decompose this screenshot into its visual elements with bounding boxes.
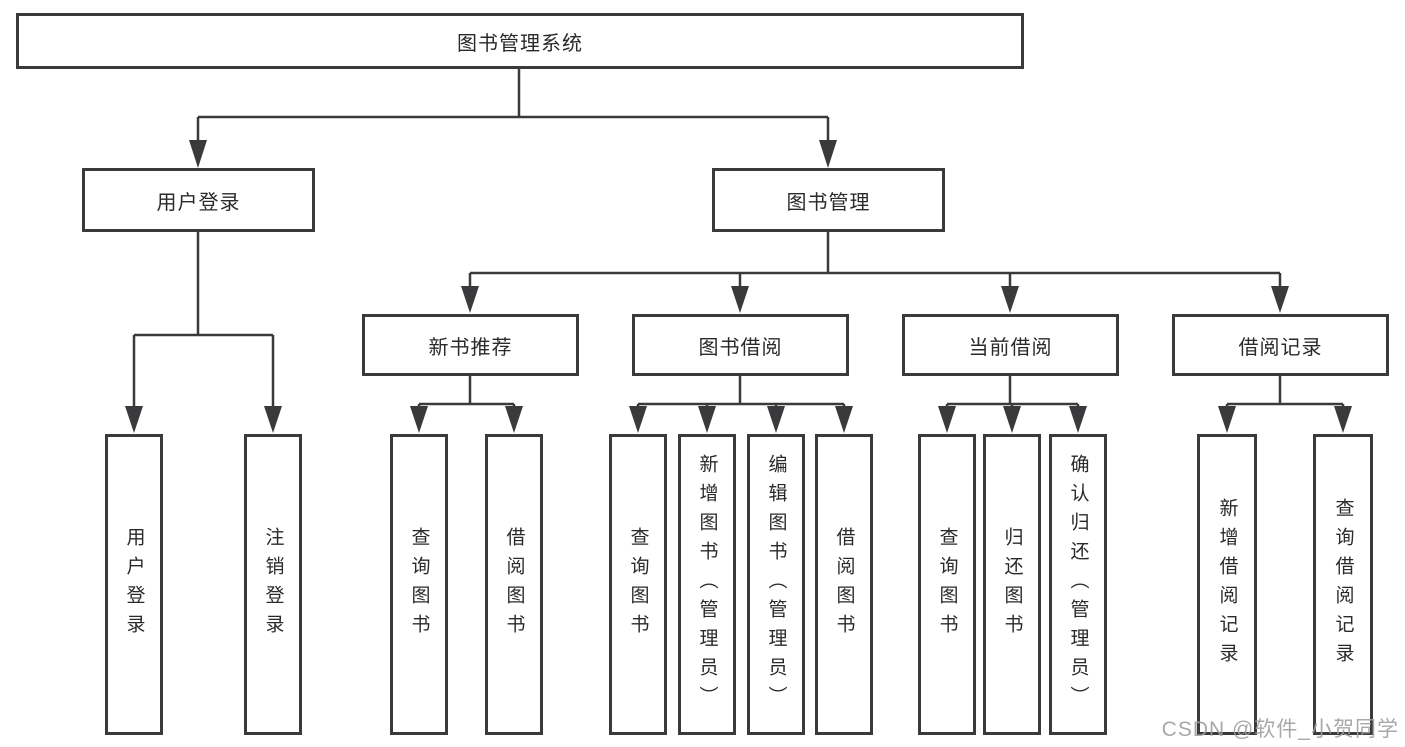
leaf-newbooks-query-books-label: 查询图书 [408,526,430,643]
arrow-down-icon [1003,406,1021,433]
node-new-book-recommend-label: 新书推荐 [428,336,513,359]
leaf-newbooks-borrow-books-label: 借阅图书 [503,526,525,643]
leaf-records-query-record-label: 查询借阅记录 [1332,497,1354,672]
leaf-user-login-label: 用户登录 [123,526,145,643]
node-book-management: 图书管理 [712,168,945,232]
leaf-newbooks-query-books: 查询图书 [390,434,448,735]
leaf-current-return-books: 归还图书 [983,434,1041,735]
arrow-down-icon [629,406,647,433]
connector [132,232,275,408]
node-user-login: 用户登录 [82,168,315,232]
node-root-label: 图书管理系统 [457,32,583,55]
arrow-down-icon [264,406,282,433]
arrow-down-icon [767,406,785,433]
arrow-down-icon [1218,406,1236,433]
leaf-borrowing-add-books-admin-label: 新增图书（管理员） [696,454,718,715]
node-current-borrowing-label: 当前借阅 [968,336,1053,359]
leaf-current-confirm-return-admin: 确认归还（管理员） [1049,434,1107,735]
arrowhead-group [125,140,1352,433]
connector [945,376,1080,408]
arrow-down-icon [189,140,207,168]
node-current-borrowing: 当前借阅 [902,314,1119,376]
node-user-login-label: 用户登录 [156,191,241,214]
arrow-down-icon [1334,406,1352,433]
node-book-borrowing: 图书借阅 [632,314,849,376]
leaf-newbooks-borrow-books: 借阅图书 [485,434,543,735]
leaf-borrowing-add-books-admin: 新增图书（管理员） [678,434,736,735]
leaf-current-return-books-label: 归还图书 [1001,526,1023,643]
arrow-down-icon [461,286,479,313]
arrow-down-icon [938,406,956,433]
node-borrowing-records-label: 借阅记录 [1238,336,1323,359]
leaf-borrowing-borrow-books-label: 借阅图书 [833,526,855,643]
leaf-logout-label: 注销登录 [262,526,284,643]
connector [1225,376,1345,408]
leaf-borrowing-borrow-books: 借阅图书 [815,434,873,735]
watermark: CSDN @软件_小贺同学 [1161,718,1399,741]
node-book-management-label: 图书管理 [786,191,871,214]
arrow-down-icon [410,406,428,433]
connector-group [132,69,1345,408]
arrow-down-icon [505,406,523,433]
leaf-records-add-record: 新增借阅记录 [1197,434,1257,735]
arrow-down-icon [835,406,853,433]
arrow-down-icon [125,406,143,433]
leaf-current-confirm-return-admin-label: 确认归还（管理员） [1067,454,1089,715]
leaf-current-query-books: 查询图书 [918,434,976,735]
connector [636,376,846,408]
arrow-down-icon [819,140,837,168]
arrow-down-icon [1069,406,1087,433]
leaf-logout: 注销登录 [244,434,302,735]
node-book-borrowing-label: 图书借阅 [698,336,783,359]
connector [417,376,516,408]
leaf-user-login: 用户登录 [105,434,163,735]
connector [196,69,830,142]
arrow-down-icon [1001,286,1019,313]
node-borrowing-records: 借阅记录 [1172,314,1389,376]
leaf-borrowing-query-books: 查询图书 [609,434,667,735]
leaf-records-add-record-label: 新增借阅记录 [1216,497,1238,672]
connector [468,232,1282,288]
leaf-current-query-books-label: 查询图书 [936,526,958,643]
node-root: 图书管理系统 [16,13,1024,69]
arrow-down-icon [1271,286,1289,313]
arrow-down-icon [731,286,749,313]
leaf-borrowing-edit-books-admin: 编辑图书（管理员） [747,434,805,735]
leaf-borrowing-edit-books-admin-label: 编辑图书（管理员） [765,454,787,715]
arrow-down-icon [698,406,716,433]
leaf-records-query-record: 查询借阅记录 [1313,434,1373,735]
node-new-book-recommend: 新书推荐 [362,314,579,376]
leaf-borrowing-query-books-label: 查询图书 [627,526,649,643]
